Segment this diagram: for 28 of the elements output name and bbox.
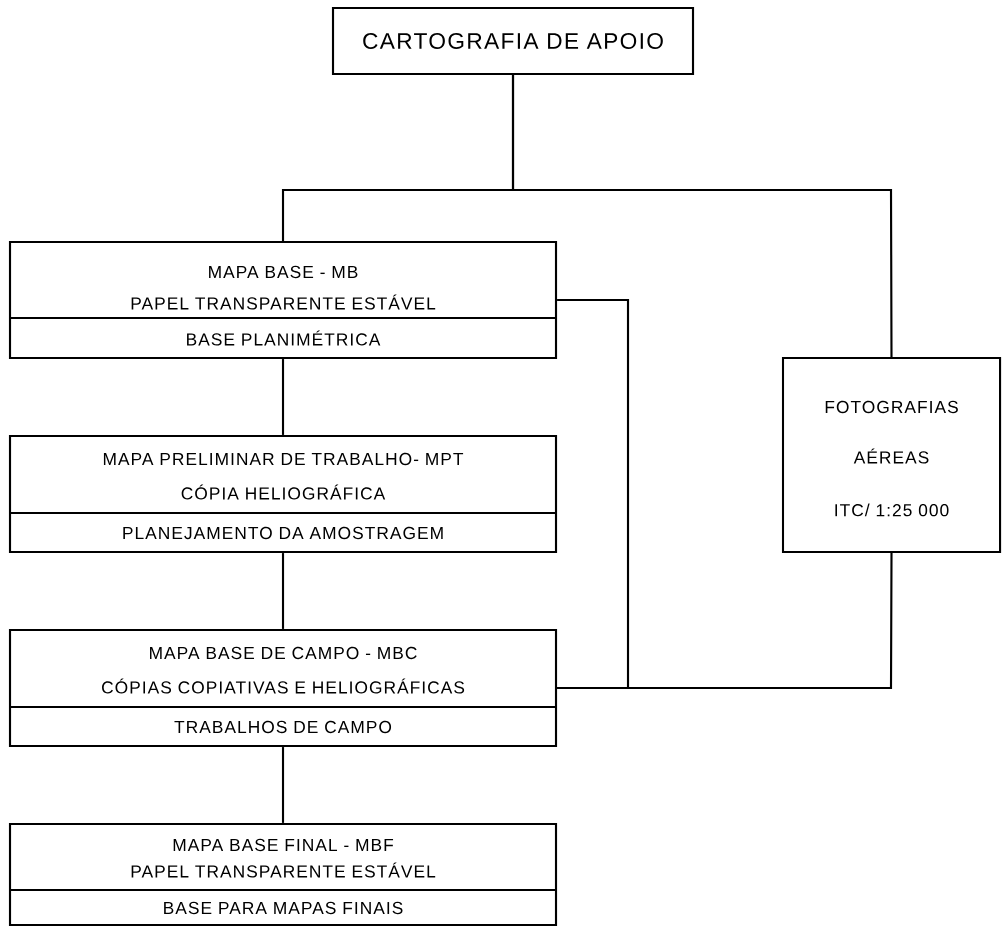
process-box [781, 356, 1002, 554]
process-box [8, 434, 558, 554]
box-label: MAPA BASE FINAL - MBF [173, 838, 394, 852]
connector-line [281, 553, 285, 629]
box-label: CÓPIAS COPIATIVAS E HELIOGRÁFICAS [102, 678, 465, 694]
process-box [8, 822, 558, 927]
box-label: AÉREAS [853, 448, 929, 464]
process-box [8, 240, 558, 360]
connector-line [557, 553, 893, 690]
box-label: MAPA BASE DE CAMPO - MBC [150, 646, 417, 660]
box-label: PLANEJAMENTO DA AMOSTRAGEM [123, 526, 443, 540]
connector-line [557, 298, 630, 690]
box-label: ITC/ 1:25 000 [835, 503, 949, 517]
box-label: PAPEL TRANSPARENTE ESTÁVEL [131, 862, 436, 878]
box-label: BASE PLANIMÉTRICA [187, 330, 381, 346]
connector-line [281, 359, 285, 435]
box-label: CARTOGRAFIA DE APOIO [363, 32, 663, 50]
connector-line [281, 747, 285, 823]
box-label: PAPEL TRANSPARENTE ESTÁVEL [131, 294, 436, 310]
box-label: MAPA PRELIMINAR DE TRABALHO- MPT [103, 452, 464, 466]
box-label: FOTOGRAFIAS [825, 400, 958, 414]
box-label: BASE PARA MAPAS FINAIS [164, 901, 403, 915]
title-box [331, 6, 695, 76]
connector-line [511, 75, 893, 357]
box-label: TRABALHOS DE CAMPO [174, 720, 392, 734]
box-label: CÓPIA HELIOGRÁFICA [181, 484, 386, 500]
process-box [8, 628, 558, 748]
box-label: MAPA BASE - MB [209, 265, 358, 279]
